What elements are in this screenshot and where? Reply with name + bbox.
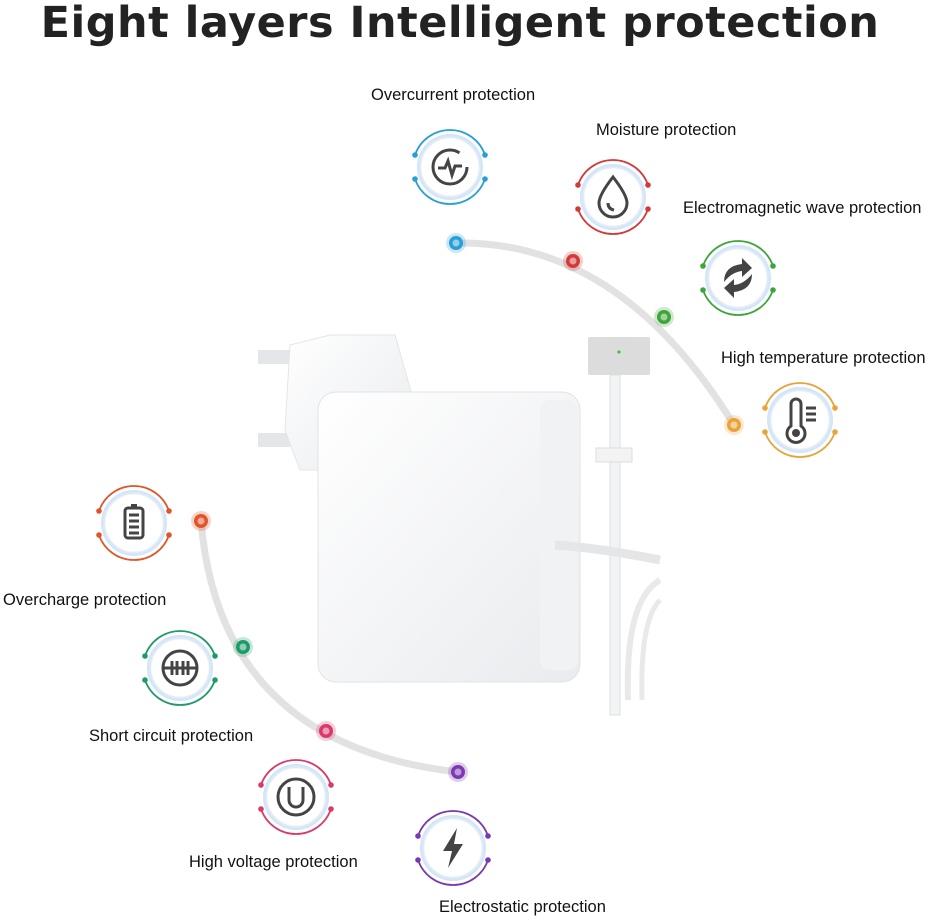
label-overcurrent: Overcurrent protection [371, 86, 536, 104]
label-high-temperature: High temperature protection [721, 349, 926, 367]
refresh-arrows-icon [700, 240, 776, 316]
track-dot [654, 307, 674, 327]
track-dot [446, 233, 466, 253]
label-high-voltage: High voltage protection [189, 853, 358, 871]
thermometer-icon [762, 382, 838, 458]
battery-icon [96, 485, 172, 561]
short-circuit-icon [142, 630, 218, 706]
track-dot [563, 251, 583, 271]
label-overcharge: Overcharge protection [3, 591, 167, 609]
lower-track [197, 520, 459, 776]
lightning-icon [415, 810, 491, 886]
pulse-icon [412, 129, 488, 205]
label-electrostatic: Electrostatic protection [439, 898, 606, 916]
track-dot [316, 721, 336, 741]
track-dot [448, 762, 468, 782]
water-drop-icon [575, 159, 651, 235]
track-dot [191, 511, 211, 531]
track-dot [724, 415, 744, 435]
u-voltage-icon [258, 759, 334, 835]
label-electromagnetic: Electromagnetic wave protection [683, 199, 922, 217]
charger-image [258, 334, 662, 716]
page-title: Eight layers Intelligent protection [40, 0, 880, 48]
upper-track [455, 239, 737, 427]
label-short-circuit: Short circuit protection [89, 727, 254, 745]
track-dot [233, 637, 253, 657]
label-moisture: Moisture protection [596, 121, 737, 139]
